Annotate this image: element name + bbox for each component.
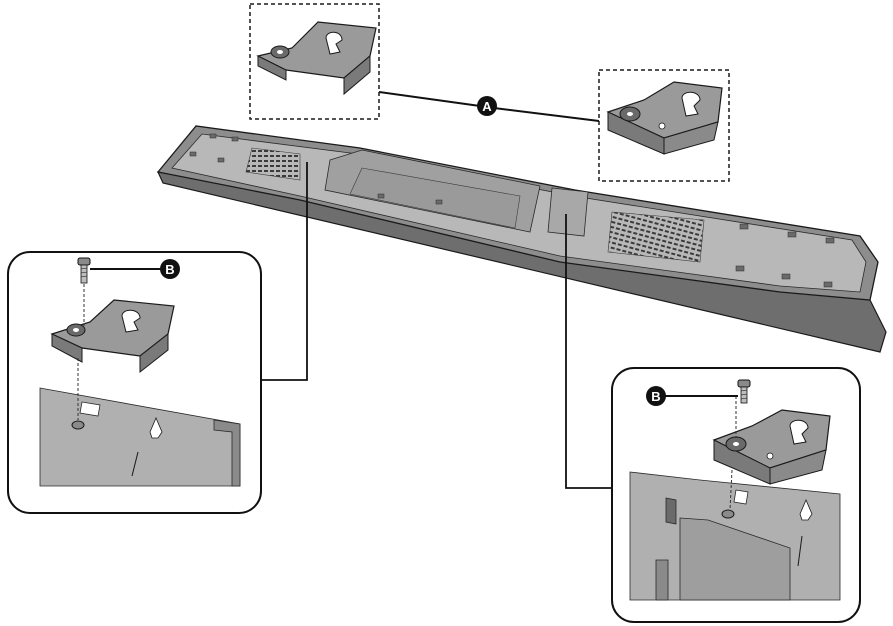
screw-hole: [71, 420, 85, 430]
wall-bracket-icon: [256, 21, 377, 96]
zoom-panel-right: B: [611, 367, 861, 623]
callout-a-leader: [378, 91, 600, 122]
bracket-detail-right: [598, 69, 730, 182]
callout-b-left-badge: [160, 259, 180, 279]
bracket-mount-area: [547, 187, 589, 237]
screw-icon: [737, 379, 751, 404]
callout-b-left-label: B: [165, 262, 174, 277]
bracket-detail-left: [249, 3, 380, 120]
screw-icon: [77, 257, 91, 284]
callout-b-right-label: B: [651, 389, 660, 404]
callout-a-badge: A: [477, 96, 497, 116]
right-vent-grille: [607, 211, 705, 263]
wall-bracket-icon: [50, 299, 175, 374]
left-vent-grille: [245, 147, 301, 181]
wall-bracket-icon: [606, 81, 723, 155]
callout-b-right-badge: [646, 386, 666, 406]
mounting-slots: [189, 133, 835, 288]
wall-bracket-icon: [712, 409, 831, 485]
zoom-leader-left: [261, 162, 308, 381]
zoom-leader-right: [565, 214, 612, 489]
callout-a-label: A: [482, 99, 492, 114]
zoom-panel-left: B: [7, 251, 262, 514]
sound-bar: [156, 125, 887, 353]
screw-hole: [721, 509, 735, 519]
